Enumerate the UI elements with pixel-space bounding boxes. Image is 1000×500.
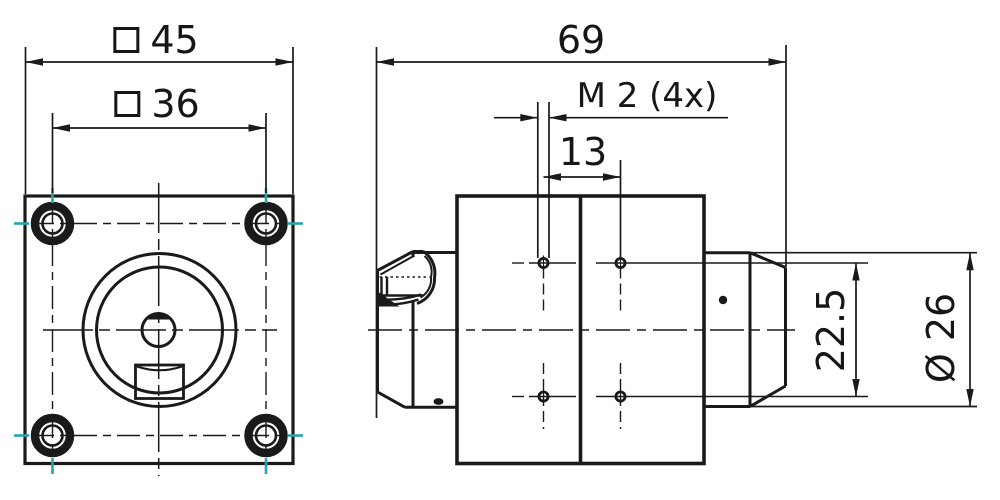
dim-value-22-5: 22.5 xyxy=(809,287,853,373)
dim-value-m2-thread: M 2 (4x) xyxy=(576,76,718,116)
side-view-dimension-lines xyxy=(375,45,977,418)
front-view-dimension-lines xyxy=(24,47,294,194)
dim-label-22-5: 22.5 xyxy=(809,287,853,373)
set-screw-dot xyxy=(433,398,444,405)
square-symbol-icon xyxy=(114,91,141,117)
dim-label-13: 13 xyxy=(559,132,607,172)
dim-label-dia-26: Ø 26 xyxy=(919,292,963,384)
dim-value-square-36: 36 xyxy=(151,82,200,126)
dim-value-69: 69 xyxy=(556,18,606,62)
dim-label-69: 69 xyxy=(557,20,605,60)
connector-tab xyxy=(134,363,185,400)
dimension-arrowheads xyxy=(25,58,974,407)
dim-label-m2-thread: M 2 (4x) xyxy=(577,76,718,116)
dim-label-square-36: 36 xyxy=(114,82,200,126)
front-view-linework xyxy=(14,47,303,476)
dim-label-square-45: 45 xyxy=(113,18,199,62)
m2-hole-centerlines xyxy=(512,262,868,429)
dim-value-square-45: 45 xyxy=(150,18,199,62)
front-view-centerlines xyxy=(31,183,286,476)
square-symbol-icon xyxy=(113,27,140,53)
side-view-linework xyxy=(368,45,977,466)
pinion-gear xyxy=(376,250,437,409)
dim-value-dia-26: Ø 26 xyxy=(919,292,963,384)
pin-dot xyxy=(718,295,728,305)
dim-value-13: 13 xyxy=(558,130,608,174)
